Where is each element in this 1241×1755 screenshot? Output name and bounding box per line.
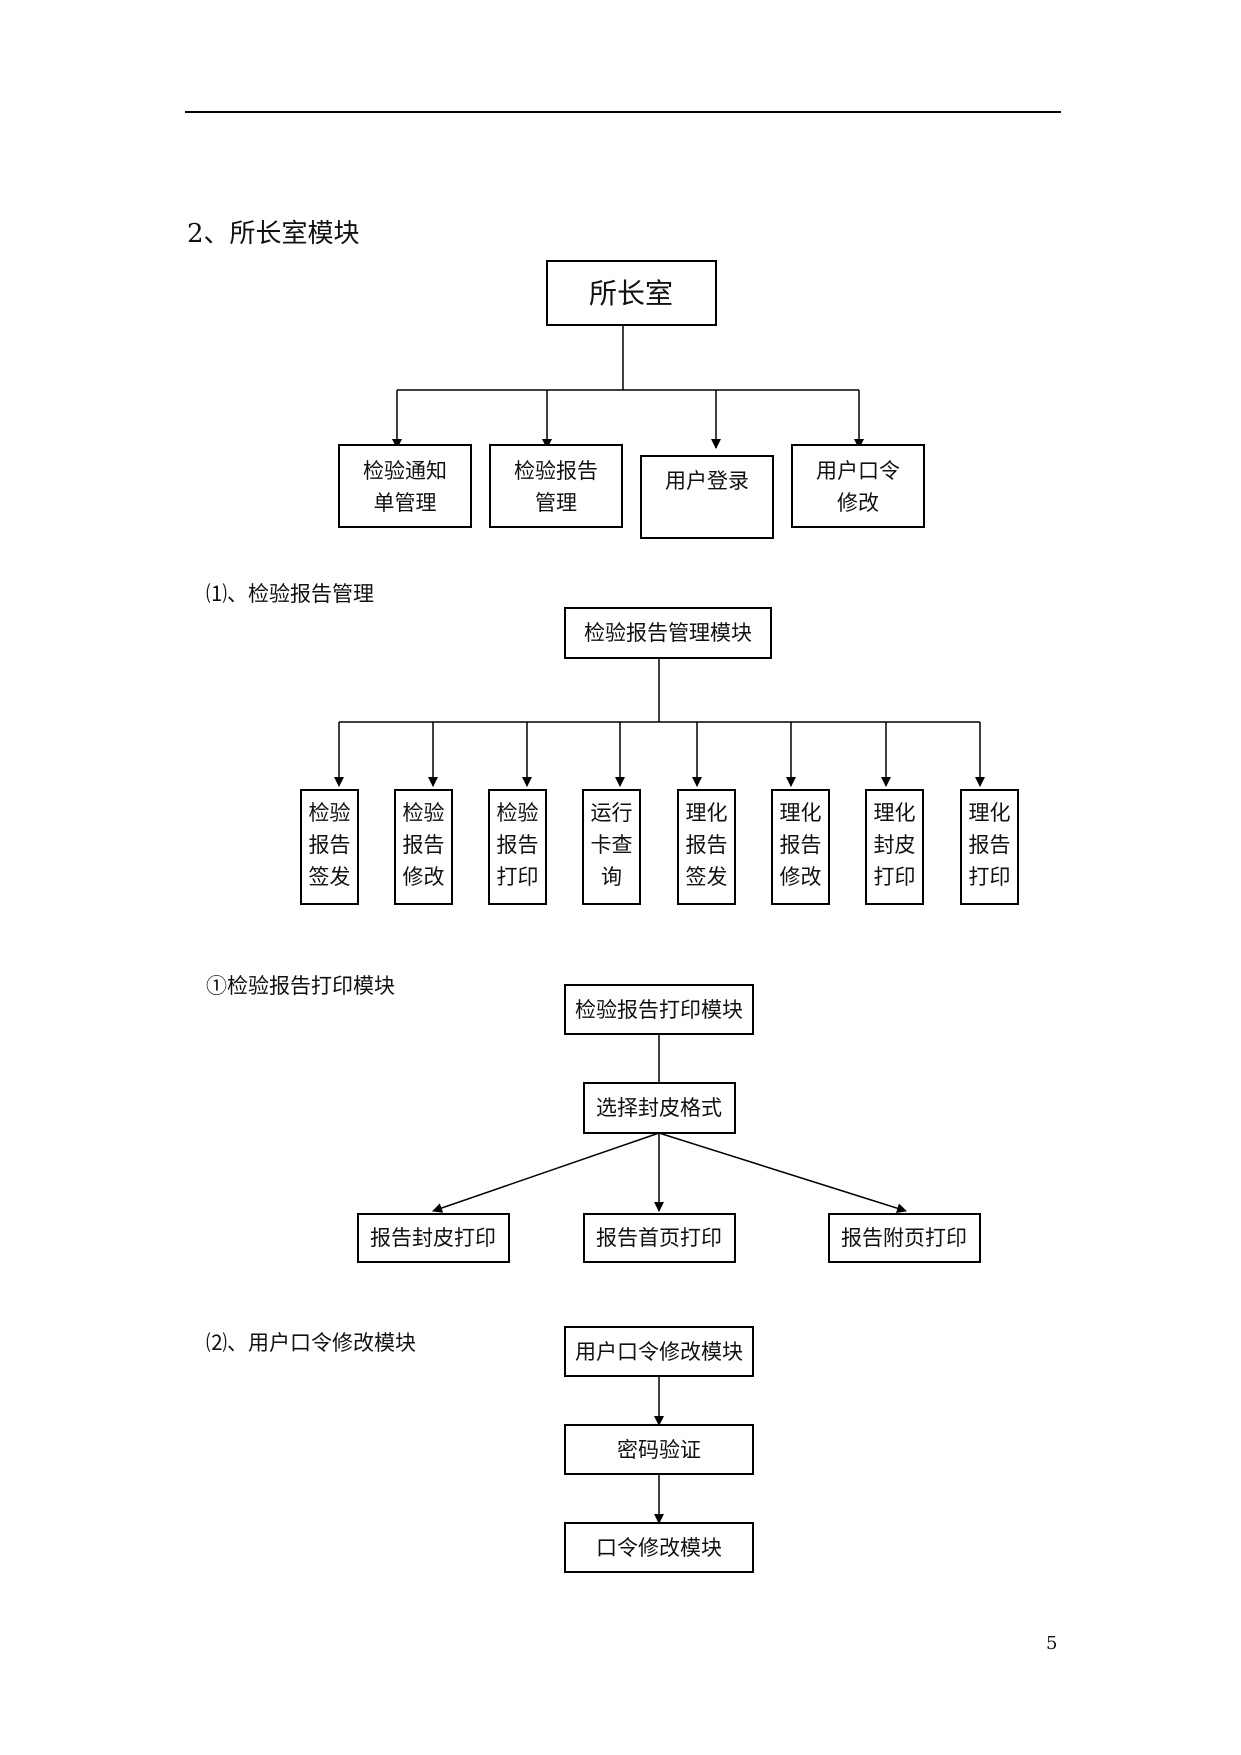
diagram3-middle: 选择封皮格式 <box>583 1082 736 1134</box>
diagram3-node-first: 报告首页打印 <box>583 1213 736 1263</box>
node-label-line: 报告 <box>309 833 351 857</box>
diagram1-node-password: 用户口令 修改 <box>791 444 925 528</box>
page-number: 5 <box>1046 1633 1058 1654</box>
node-label-line: 报告 <box>780 833 822 857</box>
node-label-line: 报告 <box>497 833 539 857</box>
section-title: 2、所长室模块 <box>187 219 360 249</box>
node-label: 报告封皮打印 <box>370 1226 496 1250</box>
node-label-line: 检验 <box>309 801 351 825</box>
node-label-line: 理化 <box>780 801 822 825</box>
node-label-line: 检验报告 <box>514 459 598 483</box>
node-label-line: 理化 <box>874 801 916 825</box>
diagram1-node-login: 用户登录 <box>640 455 774 539</box>
node-label-line: 检验 <box>403 801 445 825</box>
header-rule <box>185 111 1061 113</box>
diagram1-connectors <box>392 325 864 449</box>
diagram4-step-3: 口令修改模块 <box>564 1522 754 1573</box>
diagram4-step-2: 密码验证 <box>564 1424 754 1475</box>
node-label-line: 签发 <box>309 865 351 889</box>
node-label-line: 管理 <box>535 491 577 515</box>
node-label: 报告附页打印 <box>841 1226 967 1250</box>
node-label-line: 询 <box>601 865 622 889</box>
diagram1-node-notice: 检验通知 单管理 <box>338 444 472 528</box>
node-label-line: 修改 <box>780 865 822 889</box>
node-label-line: 单管理 <box>374 491 437 515</box>
diagram1-root-label: 所长室 <box>589 277 673 310</box>
diagram4-step-1: 用户口令修改模块 <box>564 1326 754 1377</box>
node-label-line: 打印 <box>969 865 1011 889</box>
node-label-line: 理化 <box>969 801 1011 825</box>
node-label-line: 封皮 <box>874 833 916 857</box>
node-label-line: 修改 <box>837 491 879 515</box>
node-label: 报告首页打印 <box>596 1226 722 1250</box>
step-label: 密码验证 <box>617 1438 701 1462</box>
diagram2-node: 检验报告打印 <box>488 789 547 905</box>
node-label-line: 检验 <box>497 801 539 825</box>
step-label: 口令修改模块 <box>596 1536 722 1560</box>
node-label-line: 修改 <box>403 865 445 889</box>
node-label-line: 报告 <box>969 833 1011 857</box>
node-label-line: 打印 <box>497 865 539 889</box>
diagram3-node-cover: 报告封皮打印 <box>357 1213 510 1263</box>
node-label-line: 用户登录 <box>665 469 749 493</box>
diagram3-middle-label: 选择封皮格式 <box>596 1096 722 1120</box>
diagram3-node-appendix: 报告附页打印 <box>828 1213 981 1263</box>
node-label-line: 检验通知 <box>363 459 447 483</box>
node-label-line: 运行 <box>591 801 633 825</box>
diagram3-connectors <box>432 1034 907 1214</box>
node-label-line: 卡查 <box>591 833 633 857</box>
diagram2-connectors <box>334 658 985 787</box>
step-label: 用户口令修改模块 <box>575 1340 743 1364</box>
node-label-line: 用户口令 <box>816 459 900 483</box>
node-label-line: 签发 <box>686 865 728 889</box>
heading-report-management: ⑴、检验报告管理 <box>206 582 374 606</box>
diagram3-root: 检验报告打印模块 <box>564 984 754 1035</box>
heading-password-module: ⑵、用户口令修改模块 <box>206 1331 416 1355</box>
diagram1-root: 所长室 <box>546 260 717 326</box>
diagram1-node-report: 检验报告 管理 <box>489 444 623 528</box>
node-label-line: 报告 <box>686 833 728 857</box>
node-label-line: 打印 <box>874 865 916 889</box>
diagram2-root-label: 检验报告管理模块 <box>584 621 752 645</box>
diagram3-root-label: 检验报告打印模块 <box>575 998 743 1022</box>
node-label-line: 报告 <box>403 833 445 857</box>
heading-print-module: ①检验报告打印模块 <box>206 974 395 998</box>
node-label-line: 理化 <box>686 801 728 825</box>
diagram2-root: 检验报告管理模块 <box>564 607 772 659</box>
